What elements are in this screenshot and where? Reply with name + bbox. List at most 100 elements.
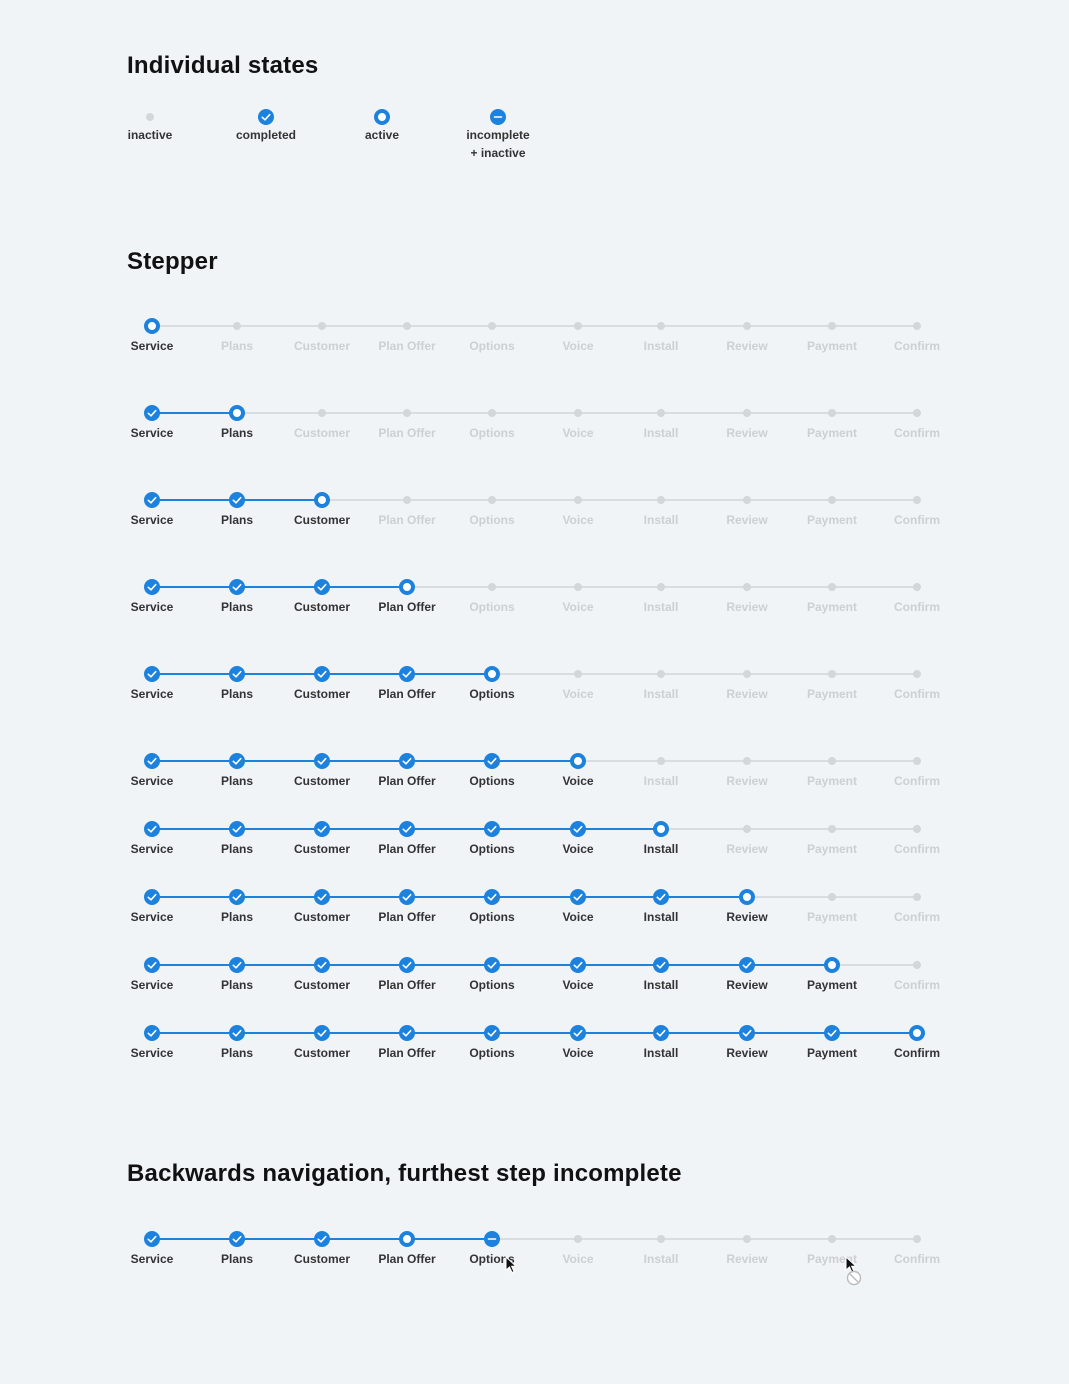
completed-step-indicator[interactable]	[143, 578, 161, 596]
step-customer[interactable]: Customer	[272, 748, 372, 798]
completed-step-indicator[interactable]	[398, 888, 416, 906]
step-review[interactable]: Review	[697, 1020, 797, 1070]
step-voice[interactable]: Voice	[528, 884, 628, 934]
incomplete-step-indicator[interactable]	[483, 1230, 501, 1248]
step-service[interactable]: Service	[102, 1020, 202, 1070]
step-service[interactable]: Service	[102, 952, 202, 1002]
incomplete-step-indicator[interactable]	[489, 108, 507, 126]
completed-step-indicator[interactable]	[398, 956, 416, 974]
completed-step-indicator[interactable]	[652, 1024, 670, 1042]
completed-step-indicator[interactable]	[569, 888, 587, 906]
completed-step-indicator[interactable]	[483, 820, 501, 838]
step-customer[interactable]: Customer	[272, 1020, 372, 1070]
step-plan-offer[interactable]: Plan Offer	[357, 1226, 457, 1276]
step-service[interactable]: Service	[102, 748, 202, 798]
step-customer[interactable]: Customer	[272, 661, 372, 711]
step-plan-offer[interactable]: Plan Offer	[357, 1020, 457, 1070]
completed-step-indicator[interactable]	[313, 1024, 331, 1042]
step-voice[interactable]: Voice	[528, 1020, 628, 1070]
step-service[interactable]: Service	[102, 661, 202, 711]
completed-step-indicator[interactable]	[738, 956, 756, 974]
step-review[interactable]: Review	[697, 952, 797, 1002]
step-plan-offer[interactable]: Plan Offer	[357, 574, 457, 624]
completed-step-indicator[interactable]	[228, 1024, 246, 1042]
step-service[interactable]: Service	[102, 313, 202, 363]
step-options[interactable]: Options	[442, 816, 542, 866]
completed-step-indicator[interactable]	[569, 956, 587, 974]
step-service[interactable]: Service	[102, 400, 202, 450]
step-customer[interactable]: Customer	[272, 1226, 372, 1276]
completed-step-indicator[interactable]	[143, 752, 161, 770]
completed-step-indicator[interactable]	[398, 752, 416, 770]
step-options[interactable]: Options	[442, 884, 542, 934]
step-plan-offer[interactable]: Plan Offer	[357, 952, 457, 1002]
completed-step-indicator[interactable]	[483, 752, 501, 770]
completed-step-indicator[interactable]	[228, 888, 246, 906]
completed-step-indicator[interactable]	[228, 752, 246, 770]
step-plans[interactable]: Plans	[187, 574, 287, 624]
completed-step-indicator[interactable]	[143, 404, 161, 422]
step-service[interactable]: Service	[102, 487, 202, 537]
completed-step-indicator[interactable]	[313, 665, 331, 683]
completed-step-indicator[interactable]	[228, 820, 246, 838]
step-plan-offer[interactable]: Plan Offer	[357, 748, 457, 798]
completed-step-indicator[interactable]	[313, 578, 331, 596]
completed-step-indicator[interactable]	[143, 1230, 161, 1248]
completed-step-indicator[interactable]	[569, 820, 587, 838]
completed-step-indicator[interactable]	[228, 665, 246, 683]
step-options[interactable]: Options	[442, 1020, 542, 1070]
step-customer[interactable]: Customer	[272, 816, 372, 866]
completed-step-indicator[interactable]	[228, 578, 246, 596]
step-install[interactable]: Install	[611, 884, 711, 934]
completed-step-indicator[interactable]	[313, 820, 331, 838]
completed-step-indicator[interactable]	[143, 491, 161, 509]
completed-step-indicator[interactable]	[257, 108, 275, 126]
completed-step-indicator[interactable]	[228, 956, 246, 974]
step-customer[interactable]: Customer	[272, 487, 372, 537]
step-plans[interactable]: Plans	[187, 1226, 287, 1276]
completed-step-indicator[interactable]	[398, 1024, 416, 1042]
completed-step-indicator[interactable]	[228, 1230, 246, 1248]
step-plans[interactable]: Plans	[187, 884, 287, 934]
step-payment[interactable]: Payment	[782, 952, 882, 1002]
step-plans[interactable]: Plans	[187, 1020, 287, 1070]
step-confirm[interactable]: Confirm	[867, 1020, 967, 1070]
completed-step-indicator[interactable]	[823, 1024, 841, 1042]
step-customer[interactable]: Customer	[272, 952, 372, 1002]
completed-step-indicator[interactable]	[143, 665, 161, 683]
completed-step-indicator[interactable]	[398, 665, 416, 683]
step-plans[interactable]: Plans	[187, 661, 287, 711]
step-service[interactable]: Service	[102, 574, 202, 624]
completed-step-indicator[interactable]	[569, 1024, 587, 1042]
step-service[interactable]: Service	[102, 1226, 202, 1276]
completed-step-indicator[interactable]	[143, 956, 161, 974]
completed-step-indicator[interactable]	[313, 752, 331, 770]
step-review[interactable]: Review	[697, 884, 797, 934]
step-service[interactable]: Service	[102, 884, 202, 934]
step-customer[interactable]: Customer	[272, 884, 372, 934]
step-plan-offer[interactable]: Plan Offer	[357, 816, 457, 866]
step-service[interactable]: Service	[102, 816, 202, 866]
step-plans[interactable]: Plans	[187, 952, 287, 1002]
completed-step-indicator[interactable]	[143, 820, 161, 838]
step-install[interactable]: Install	[611, 816, 711, 866]
completed-step-indicator[interactable]	[143, 1024, 161, 1042]
completed-step-indicator[interactable]	[313, 1230, 331, 1248]
completed-step-indicator[interactable]	[738, 1024, 756, 1042]
step-plans[interactable]: Plans	[187, 400, 287, 450]
step-options[interactable]: Options	[442, 661, 542, 711]
completed-step-indicator[interactable]	[313, 888, 331, 906]
completed-step-indicator[interactable]	[483, 1024, 501, 1042]
step-customer[interactable]: Customer	[272, 574, 372, 624]
step-options[interactable]: Options	[442, 748, 542, 798]
step-options[interactable]: Options	[442, 952, 542, 1002]
step-payment[interactable]: Payment	[782, 1020, 882, 1070]
step-install[interactable]: Install	[611, 1020, 711, 1070]
step-install[interactable]: Install	[611, 952, 711, 1002]
step-plans[interactable]: Plans	[187, 816, 287, 866]
step-voice[interactable]: Voice	[528, 748, 628, 798]
step-plans[interactable]: Plans	[187, 487, 287, 537]
completed-step-indicator[interactable]	[398, 820, 416, 838]
completed-step-indicator[interactable]	[652, 956, 670, 974]
completed-step-indicator[interactable]	[652, 888, 670, 906]
